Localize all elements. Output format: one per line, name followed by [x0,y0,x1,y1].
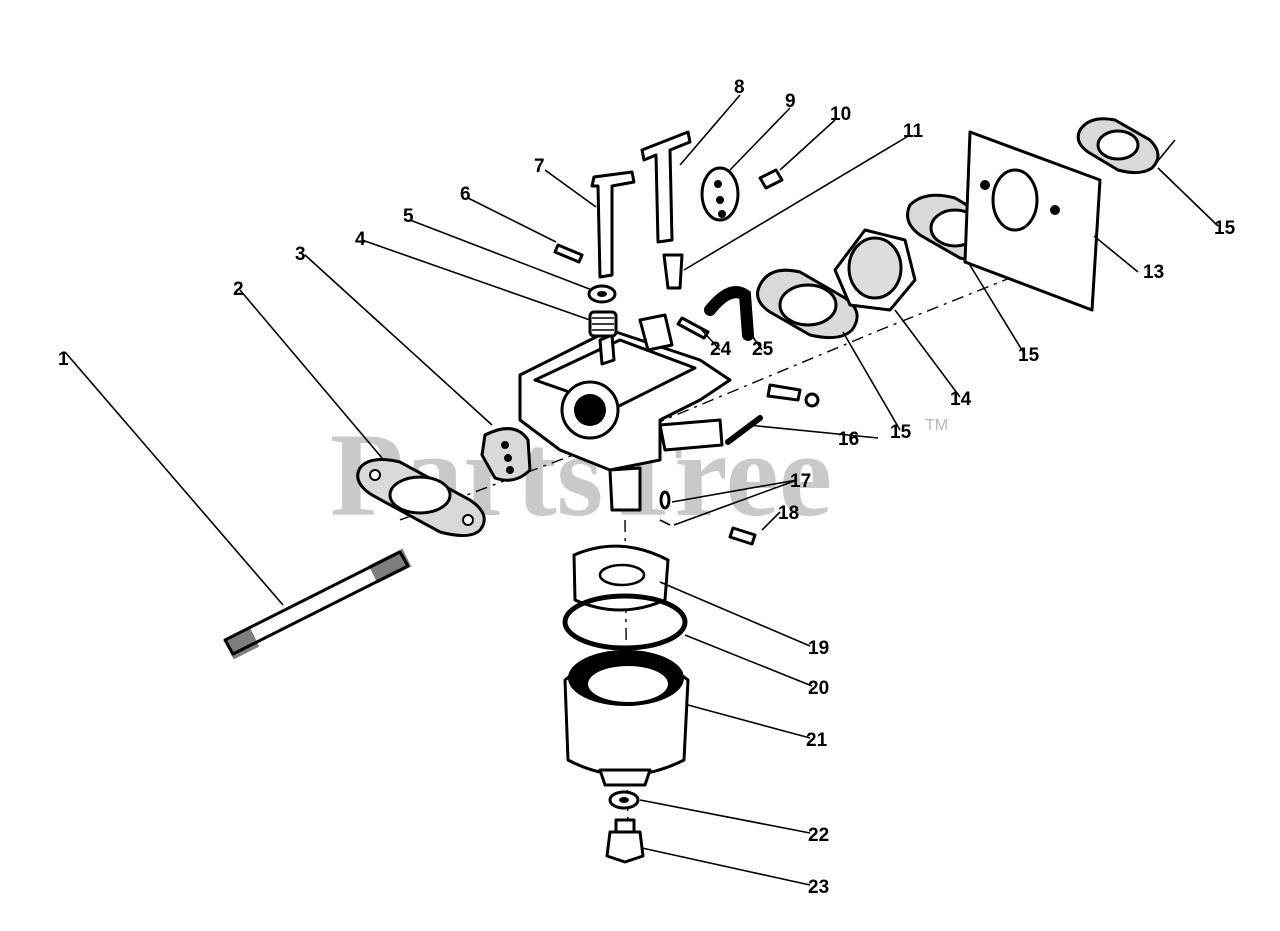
part-choke-shaft [640,130,692,244]
part-float [572,544,670,612]
callout-3: 3 [295,244,306,265]
callout-24: 24 [710,339,732,360]
callout-5: 5 [403,206,414,227]
part-mixture-screw [725,383,820,445]
part-gasket-far-right [1076,117,1160,175]
callout-1: 1 [58,349,69,370]
part-washer-small [587,284,617,304]
part-heat-shield [963,130,1102,312]
part-pin [676,316,710,340]
part-float-bowl [563,650,690,787]
callout-13: 13 [1143,262,1164,283]
part-spring [588,310,618,338]
part-gasket-left [356,458,486,537]
part-idle-screw [662,253,684,290]
callout-9: 9 [785,91,796,112]
part-throttle-shaft [590,170,636,279]
part-screw-small [553,243,584,264]
part-throttle-plate [700,166,740,222]
part-stud [223,548,412,660]
callout-18: 18 [778,503,799,524]
part-gasket-center [756,268,859,340]
part-washer-bowl [608,790,640,810]
callout-19: 19 [808,638,829,659]
part-bowl-gasket [562,593,688,651]
callout-2: 2 [233,279,244,300]
callout-15-right: 15 [1018,345,1040,366]
callout-16: 16 [838,429,859,450]
callout-15-center: 15 [890,422,912,443]
callout-11: 11 [903,121,924,142]
part-screw-plate [758,168,784,190]
callout-15-far-right: 15 [1214,218,1236,239]
callout-17: 17 [790,471,811,492]
part-o-rings [659,490,671,526]
callout-4: 4 [355,229,366,250]
callout-10: 10 [830,104,851,125]
callout-23: 23 [808,877,829,898]
callout-14: 14 [950,389,972,410]
part-drain-screw [728,526,757,546]
callout-25: 25 [752,339,774,360]
part-carburetor-body [518,313,732,512]
leader-lines [64,94,1219,886]
callout-6: 6 [460,184,471,205]
watermark-trademark: TM [925,417,948,434]
callout-22: 22 [808,825,829,846]
part-bowl-nut [605,818,645,864]
part-choke-plate [480,427,532,482]
part-spacer-block [833,228,917,312]
callout-7: 7 [534,156,545,177]
callout-20: 20 [808,678,829,699]
callout-21: 21 [806,730,828,751]
part-fuel-tube [704,286,754,341]
callout-8: 8 [734,77,745,98]
